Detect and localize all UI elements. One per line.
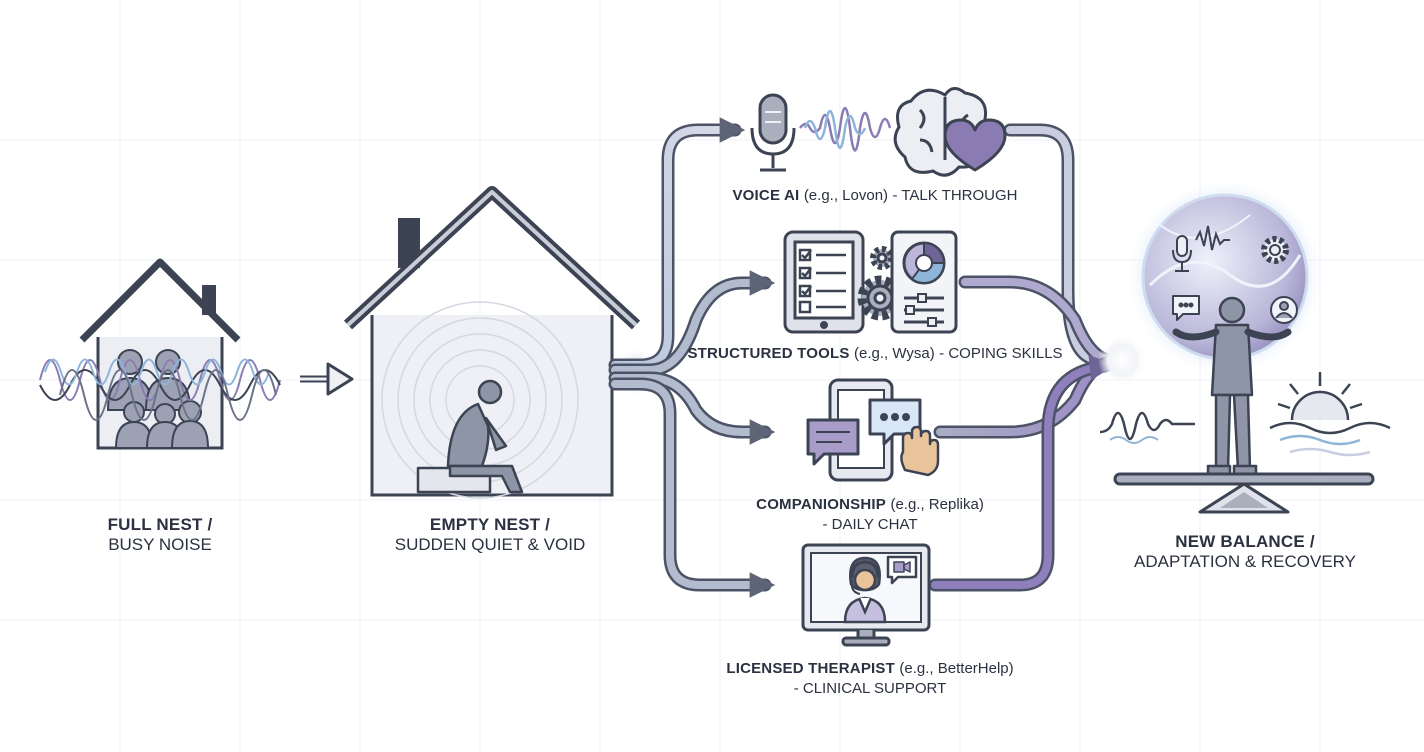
orb-user-icon	[1270, 296, 1298, 324]
empty-nest-label: EMPTY NEST / SUDDEN QUIET & VOID	[370, 515, 610, 555]
new-balance-label: NEW BALANCE / ADAPTATION & RECOVERY	[1110, 532, 1380, 572]
pathway-example: (e.g., Lovon)	[803, 187, 889, 204]
empty-nest-subtitle: SUDDEN QUIET & VOID	[394, 535, 586, 554]
balance-scale-icon	[1113, 472, 1375, 514]
therapist-icon	[843, 556, 887, 624]
pathway-example: (e.g., Wysa)	[854, 345, 935, 362]
video-call-icon	[886, 555, 918, 585]
new-balance-subtitle: ADAPTATION & RECOVERY	[1134, 552, 1356, 571]
empty-nest-title: EMPTY NEST /	[429, 515, 551, 534]
pathway-label-licensed-therapist: LICENSED THERAPIST (e.g., BetterHelp) - …	[700, 659, 1040, 699]
sunrise-icon	[1269, 372, 1391, 457]
pathway-label-companionship: COMPANIONSHIP (e.g., Replika) - DAILY CH…	[730, 495, 1010, 535]
sound-wave-icon	[799, 106, 892, 152]
pathway-title: VOICE AI	[732, 187, 800, 204]
transition-arrow	[300, 362, 354, 396]
busy-noise-waves-icon	[39, 358, 281, 421]
empty-nest-house-icon	[343, 186, 641, 499]
left-wave-icon	[1099, 411, 1195, 441]
orb-wave-icon	[1195, 225, 1230, 251]
orb-gear-icon	[1261, 236, 1289, 264]
pathway-title: STRUCTURED TOOLS	[687, 345, 850, 362]
full-nest-house-icon	[39, 258, 281, 450]
full-nest-title: FULL NEST /	[107, 515, 213, 534]
orb-chat-icon	[1172, 295, 1200, 321]
chat-bubble-icon	[806, 398, 922, 466]
pathway-detail: - DAILY CHAT	[822, 516, 918, 533]
heart-icon	[943, 118, 1007, 172]
pathway-connectors	[608, 117, 1146, 598]
full-nest-subtitle: BUSY NOISE	[108, 535, 212, 554]
pathway-title: COMPANIONSHIP	[756, 496, 886, 513]
orb-microphone-icon	[1172, 235, 1192, 272]
dashboard-icon	[890, 230, 958, 334]
new-balance-title: NEW BALANCE /	[1175, 532, 1315, 551]
pathway-title: LICENSED THERAPIST	[726, 660, 895, 677]
pathway-example: (e.g., Replika)	[890, 496, 984, 513]
pathway-detail: - COPING SKILLS	[939, 345, 1063, 362]
microphone-icon	[750, 93, 796, 172]
pathway-detail: - TALK THROUGH	[892, 187, 1018, 204]
sitting-person-icon	[416, 379, 524, 494]
pathway-label-voice-ai: VOICE AI (e.g., Lovon) - TALK THROUGH	[700, 186, 1050, 206]
tablet-checklist-icon	[783, 230, 865, 334]
pathway-example: (e.g., BetterHelp)	[899, 660, 1014, 677]
pathway-label-structured-tools: STRUCTURED TOOLS (e.g., Wysa) - COPING S…	[680, 344, 1070, 364]
new-balance-figure	[1099, 181, 1391, 514]
pathway-detail: - CLINICAL SUPPORT	[793, 680, 947, 697]
wellbeing-orb-icon	[1141, 193, 1309, 361]
full-nest-label: FULL NEST / BUSY NOISE	[60, 515, 260, 555]
standing-person-icon	[1172, 296, 1292, 476]
waving-hand-icon	[900, 425, 940, 477]
